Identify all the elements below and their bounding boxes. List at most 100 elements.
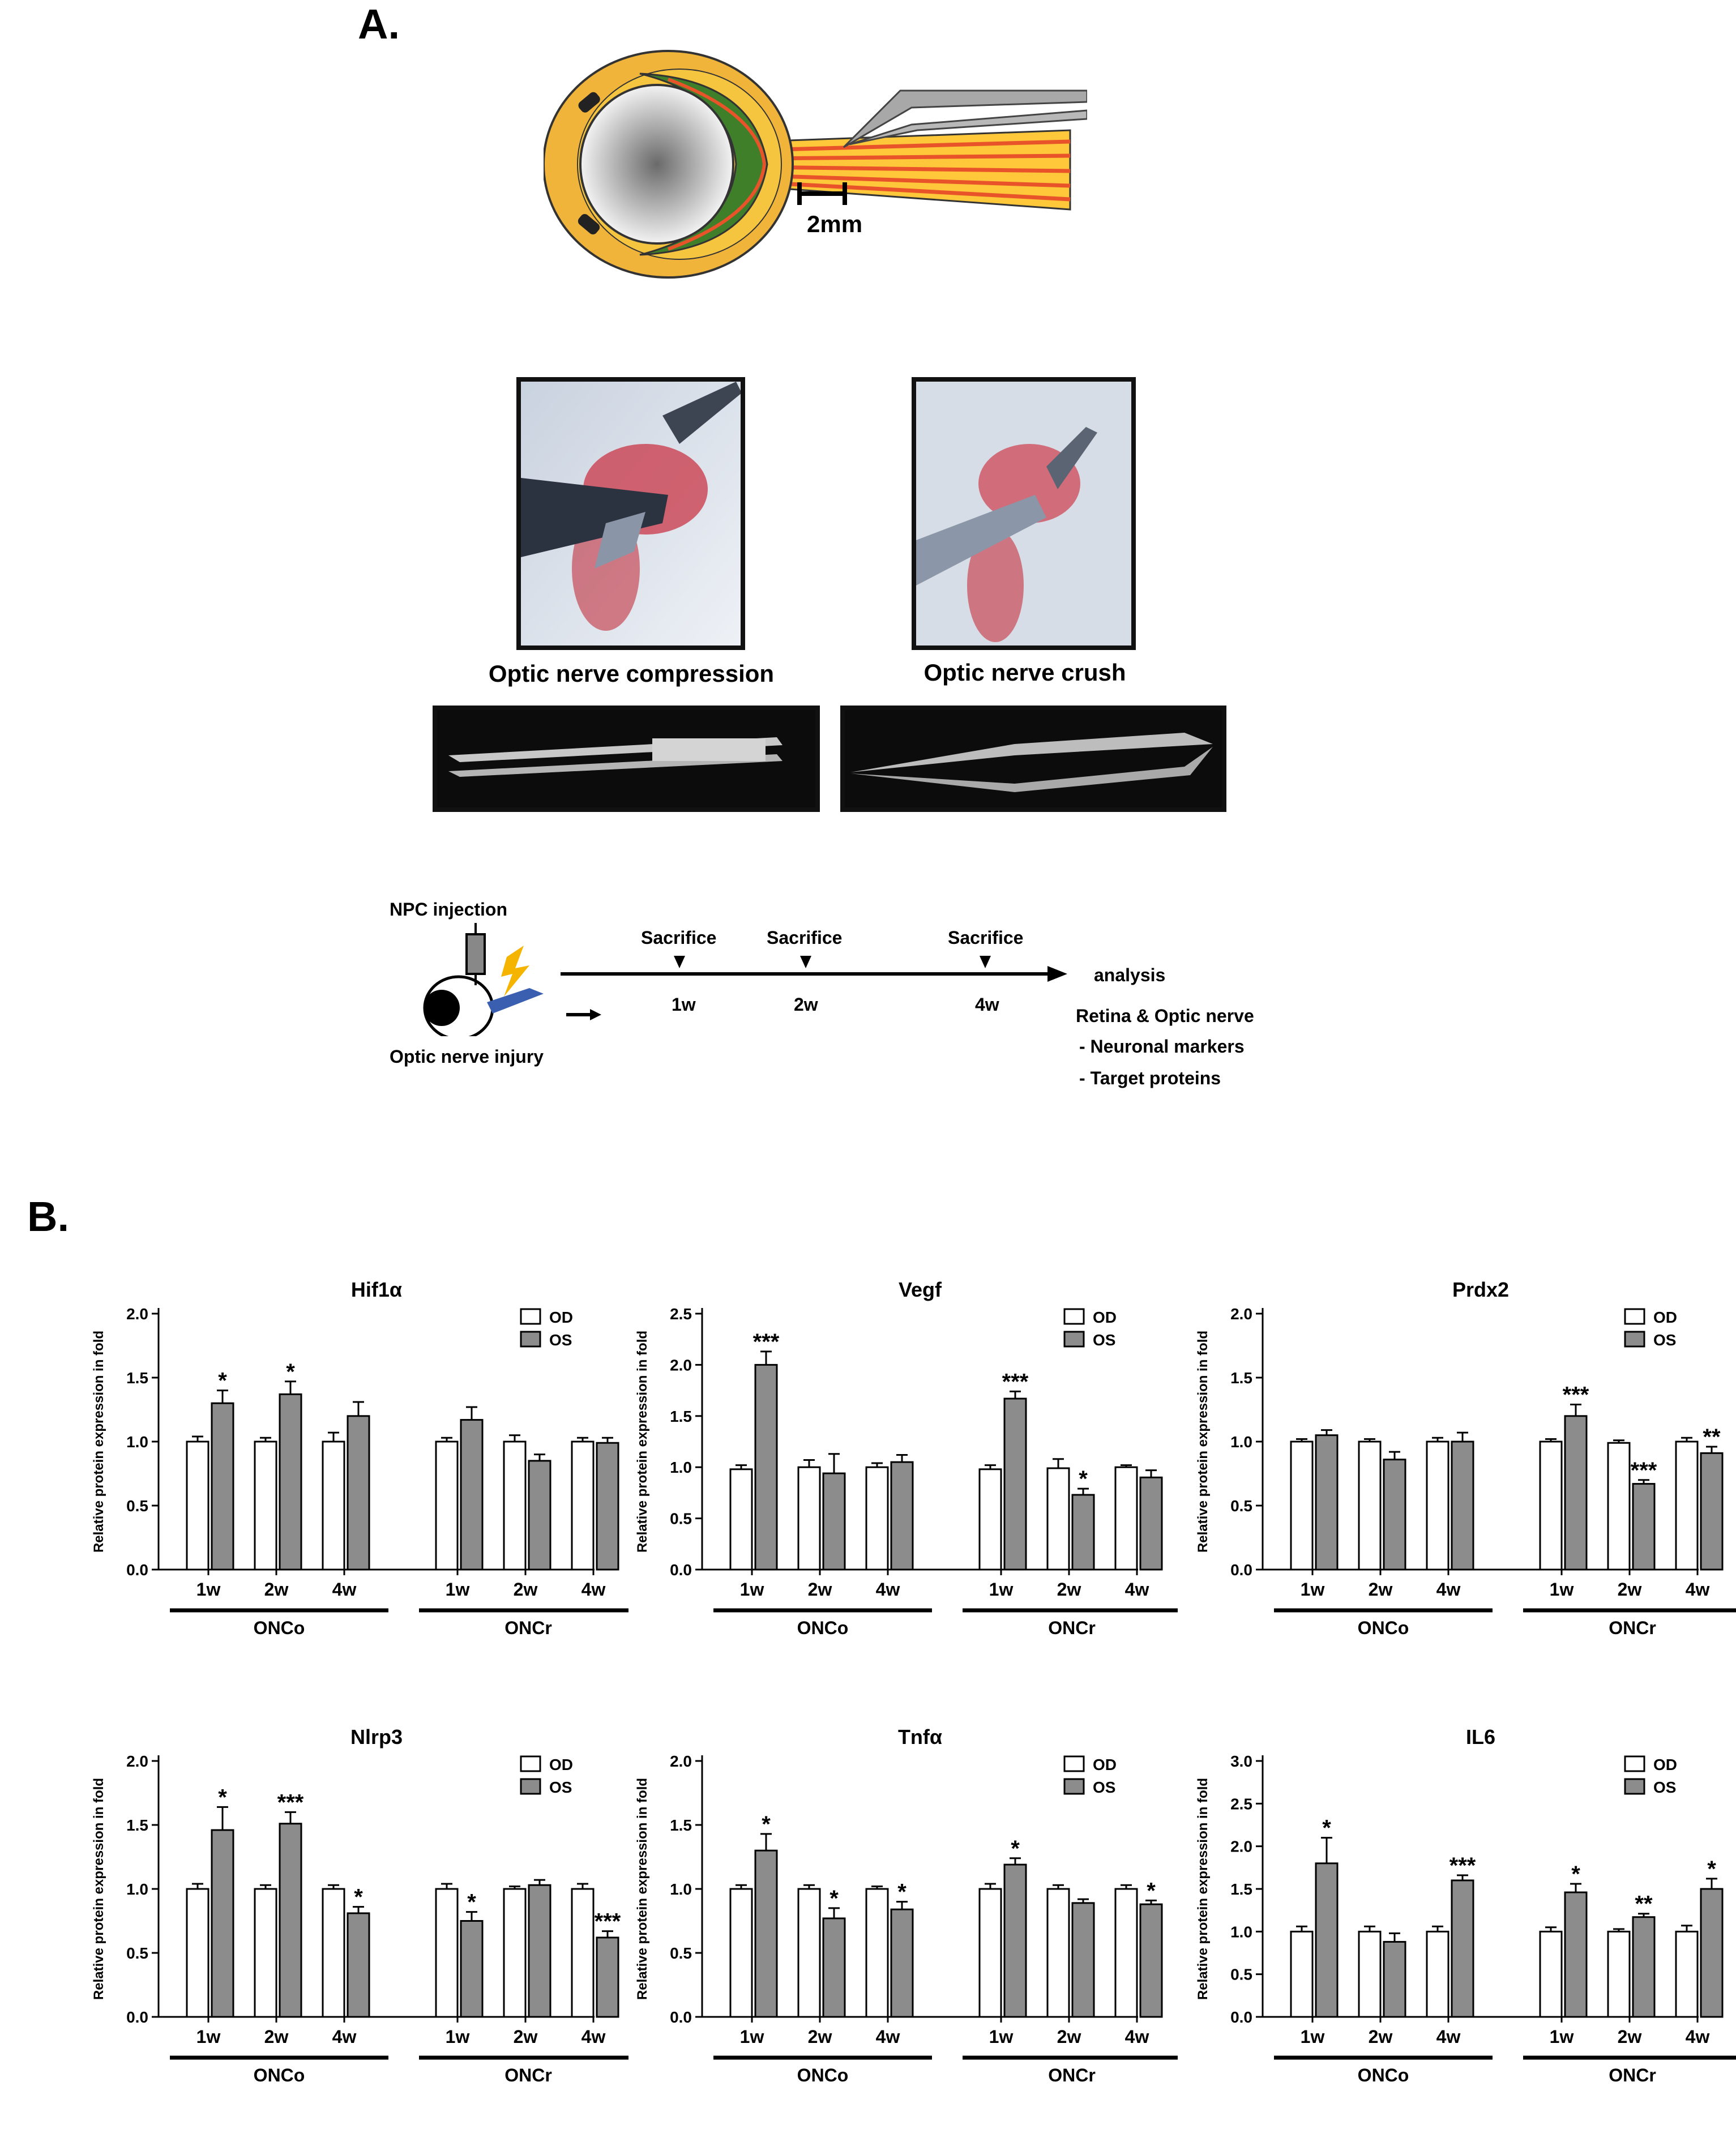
bar-os (890, 1908, 914, 2018)
injection-icon (423, 923, 544, 1036)
bar-od (978, 1888, 1002, 2018)
analysis-item-1: - Neuronal markers (1079, 1036, 1245, 1057)
significance-mark: * (1571, 1862, 1580, 1887)
bar-os (1564, 1891, 1588, 2018)
bar-od (1426, 1930, 1449, 2018)
significance-mark: *** (595, 1909, 621, 1934)
group-label: ONCr (1048, 1618, 1096, 1638)
legend-label-od: OD (1093, 1309, 1117, 1326)
lens (579, 84, 734, 245)
y-tick-label: 0.0 (126, 2008, 148, 2026)
sacrifice-label-3: Sacrifice (948, 927, 1024, 948)
bar-od (797, 1466, 821, 1571)
bar-os (1451, 1879, 1474, 2018)
bar-os (596, 1442, 619, 1571)
group-label: ONCo (254, 1618, 305, 1638)
x-tick-label: 2w (1369, 2027, 1393, 2047)
legend-swatch-od (1624, 1755, 1645, 1772)
legend-label-os: OS (1653, 1331, 1676, 1349)
significance-mark: *** (753, 1329, 780, 1354)
bar-od (1675, 1440, 1699, 1571)
chart-title: Nlrp3 (350, 1725, 403, 1748)
y-tick-label: 1.0 (126, 1880, 148, 1898)
group-label: ONCo (797, 1618, 849, 1638)
y-tick-label: 2.0 (1230, 1305, 1252, 1323)
bar-od (1539, 1930, 1563, 2018)
bar-od (978, 1468, 1002, 1571)
bar-od (1607, 1930, 1631, 2018)
bar-os (1564, 1415, 1588, 1571)
significance-mark: * (354, 1885, 363, 1910)
y-tick-label: 0.5 (126, 1944, 148, 1962)
bar-od (571, 1440, 595, 1571)
analysis-item-2: - Target proteins (1079, 1068, 1221, 1088)
y-axis-label: Relative protein expression in fold (1195, 1331, 1211, 1553)
y-tick-label: 2.0 (670, 1356, 692, 1374)
analysis-title: Retina & Optic nerve (1076, 1006, 1254, 1026)
y-tick-label: 1.5 (126, 1369, 148, 1387)
bar-os (1315, 1434, 1339, 1571)
legend-swatch-os (1063, 1778, 1085, 1795)
x-tick-label: 2w (264, 2027, 289, 2047)
group-label: ONCr (1609, 1618, 1656, 1638)
y-tick-label: 2.0 (126, 1305, 148, 1323)
y-axis-label: Relative protein expression in fold (635, 1331, 650, 1553)
bar-od (322, 1440, 345, 1571)
significance-mark: ** (1635, 1892, 1653, 1917)
bar-od (186, 1888, 209, 2018)
significance-mark: * (897, 1880, 907, 1905)
bar-os (1003, 1863, 1027, 2018)
bar-os (1383, 1940, 1406, 2018)
bar-od (435, 1888, 459, 2018)
bar-od (1539, 1440, 1563, 1571)
significance-mark: * (218, 1785, 227, 1810)
bar-od (1358, 1440, 1382, 1571)
x-tick-label: 2w (1057, 2027, 1081, 2047)
significance-mark: *** (1563, 1382, 1589, 1407)
bar-od (1290, 1440, 1314, 1571)
x-tick-label: 1w (989, 2027, 1014, 2047)
legend-swatch-os (520, 1778, 541, 1795)
group-label: ONCo (1358, 2065, 1409, 2085)
crush-forceps-photo (840, 706, 1226, 812)
y-tick-label: 0.5 (1230, 1966, 1252, 1983)
legend-swatch-os (1063, 1331, 1085, 1348)
x-tick-label: 4w (581, 1579, 606, 1600)
bar-os (528, 1884, 551, 2018)
x-tick-label: 1w (1550, 1579, 1574, 1600)
time-label-4w: 4w (975, 994, 999, 1015)
y-tick-label: 1.0 (670, 1459, 692, 1476)
x-tick-label: 4w (876, 2027, 900, 2047)
bar-os (1003, 1397, 1027, 1571)
y-tick-label: 1.0 (1230, 1433, 1252, 1451)
scale-bar (797, 182, 847, 205)
panel-a-label: A. (358, 1, 400, 48)
legend-label-os: OS (549, 1779, 572, 1796)
bar-os (754, 1849, 778, 2018)
y-tick-label: 1.5 (670, 1816, 692, 1834)
compression-photo (516, 377, 745, 650)
x-tick-label: 1w (446, 2027, 470, 2047)
significance-mark: * (1322, 1816, 1331, 1841)
significance-mark: * (286, 1360, 295, 1384)
bar-od (729, 1468, 753, 1571)
significance-mark: * (1707, 1857, 1716, 1882)
legend-swatch-os (1624, 1778, 1645, 1795)
injury-label: Optic nerve injury (390, 1046, 544, 1067)
legend-label-od: OD (549, 1756, 573, 1773)
y-tick-label: 1.0 (126, 1433, 148, 1451)
bar-od (1114, 1888, 1138, 2018)
x-tick-label: 4w (1125, 2027, 1149, 2047)
bar-od (1290, 1930, 1314, 2018)
x-tick-label: 4w (581, 2027, 606, 2047)
x-tick-label: 1w (740, 2027, 764, 2047)
y-tick-label: 1.5 (670, 1408, 692, 1425)
bar-od (797, 1888, 821, 2018)
bar-od (1358, 1930, 1382, 2018)
x-tick-label: 2w (514, 2027, 538, 2047)
x-tick-label: 2w (264, 1579, 289, 1600)
bar-od (503, 1440, 527, 1571)
significance-mark: *** (1631, 1458, 1657, 1483)
